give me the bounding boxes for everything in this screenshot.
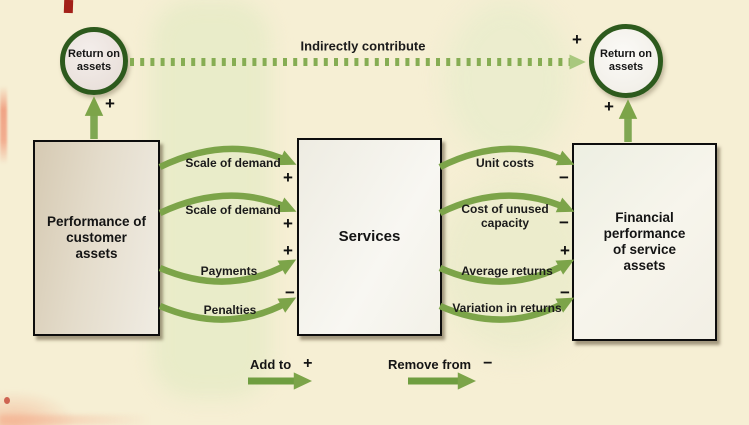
financial-performance-box: Financial performance of service assets: [572, 143, 717, 341]
legend-remove-sign: −: [483, 355, 493, 372]
page-edge-salmon-strip: [0, 86, 7, 164]
arc-label-unit-costs: Unit costs: [475, 156, 535, 170]
arc-label-cost-of-unused-capacity: Cost of unused capacity: [461, 202, 549, 230]
sign-financial-to-return: +: [604, 97, 614, 116]
page-bottom-salmon-band: [0, 415, 150, 425]
legend-remove-from: Remove from −: [388, 355, 492, 373]
services-box-title: Services: [338, 228, 401, 246]
legend-add-sign: +: [303, 355, 313, 372]
arc-label-payments: Payments: [200, 264, 258, 278]
sign-cost-of-unused-capacity: −: [559, 213, 569, 232]
background-green-blob-upper: [445, 0, 570, 160]
sign-scale-of-demand-1: +: [283, 168, 293, 187]
return-on-assets-label-right: Return on assets: [600, 47, 652, 73]
arc-label-average-returns: Average returns: [461, 264, 553, 278]
financial-performance-box-title: Financial performance of service assets: [603, 210, 686, 273]
customer-assets-box: Performance of customer assets: [33, 140, 160, 336]
arc-label-scale-of-demand-2: Scale of demand: [185, 203, 281, 217]
arc-label-penalties: Penalties: [203, 303, 257, 317]
sign-indirect-contribution: +: [572, 30, 582, 49]
return-on-assets-circle-left: Return on assets: [60, 27, 128, 95]
arc-label-variation-in-returns: Variation in returns: [452, 301, 562, 315]
indirectly-contribute-label: Indirectly contribute: [300, 38, 426, 54]
sign-scale-of-demand-2: +: [283, 214, 293, 233]
sign-customer-to-return: +: [105, 94, 115, 113]
sign-variation-in-returns: −: [560, 283, 570, 302]
arc-label-scale-of-demand-1: Scale of demand: [185, 156, 281, 170]
return-on-assets-label-left: Return on assets: [68, 47, 120, 73]
sign-penalties: −: [285, 283, 295, 302]
sign-unit-costs: −: [559, 168, 569, 187]
services-box: Services: [297, 138, 442, 336]
page-edge-red-dot: [4, 397, 10, 404]
page-corner-smudge: [0, 390, 76, 425]
sign-average-returns: +: [560, 241, 570, 260]
page-edge-red-mark: [63, 0, 74, 14]
legend-add-to: Add to +: [250, 355, 313, 373]
background-green-band: [152, 0, 270, 398]
return-on-assets-circle-right: Return on assets: [589, 24, 663, 98]
sign-payments: +: [283, 241, 293, 260]
legend-remove-label: Remove from: [388, 356, 472, 372]
customer-assets-box-title: Performance of customer assets: [46, 214, 147, 261]
legend-add-label: Add to: [250, 356, 292, 372]
